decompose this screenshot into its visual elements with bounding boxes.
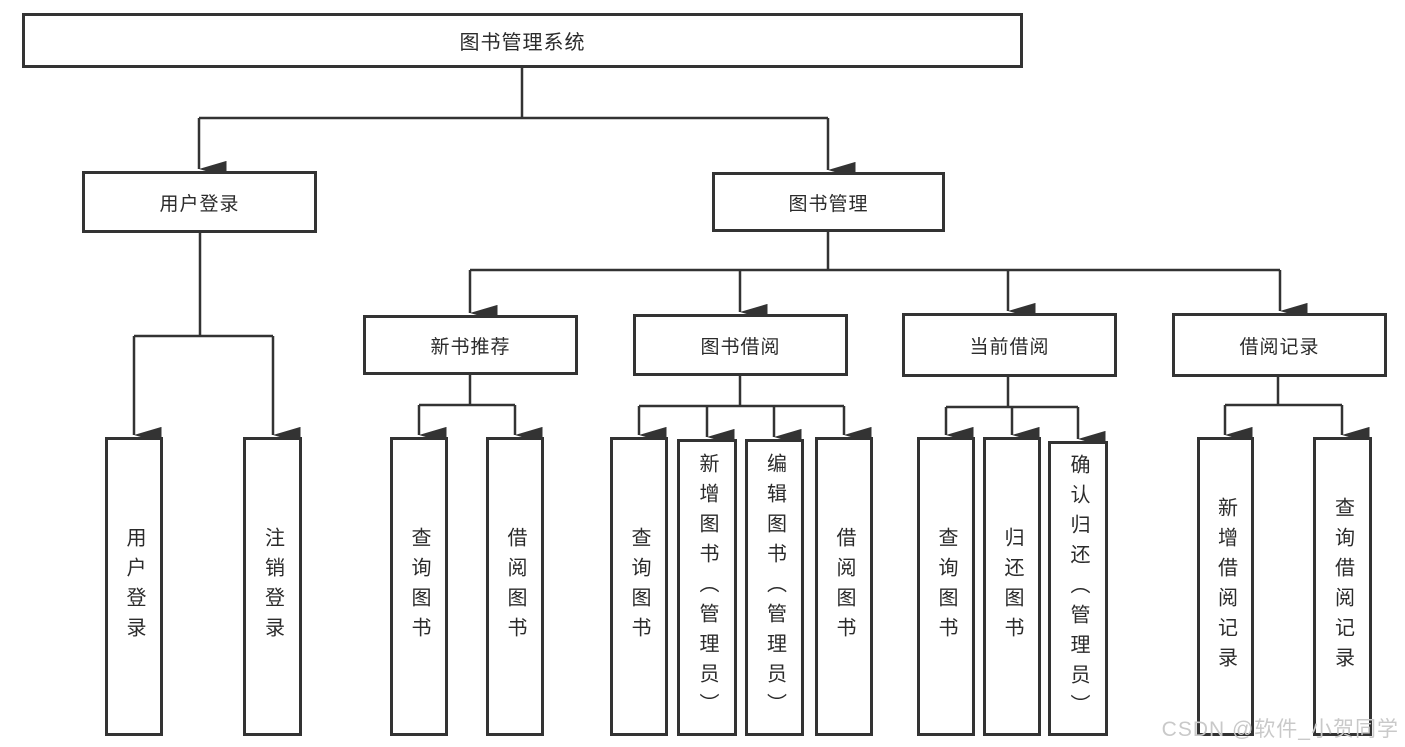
node-current-borrow: 当前借阅 [902, 313, 1117, 377]
leaf-borrow-books-recommend: 借阅图书 [486, 437, 544, 736]
leaf-query-books-recommend: 查询图书 [390, 437, 448, 736]
connector-borrow-record-branch [1223, 377, 1370, 444]
leaf-query-borrow-record: 查询借阅记录 [1313, 437, 1372, 736]
leaf-user-login: 用户登录 [105, 437, 163, 736]
connector-book-borrow-branch [637, 376, 872, 446]
leaf-query-borrow-record-label: 查询借阅记录 [1331, 496, 1354, 677]
leaf-add-borrow-record: 新增借阅记录 [1197, 437, 1254, 736]
leaf-query-books-borrow-label: 查询图书 [628, 526, 650, 647]
node-new-book-recommend: 新书推荐 [363, 315, 578, 375]
leaf-edit-books-admin-label: 编辑图书（管理员） [763, 452, 786, 723]
node-borrow-record-label: 借阅记录 [1239, 336, 1320, 358]
leaf-logout: 注销登录 [243, 437, 302, 736]
node-book-management: 图书管理 [712, 172, 945, 232]
node-root-label: 图书管理系统 [459, 32, 586, 54]
node-book-borrow-label: 图书借阅 [700, 336, 781, 358]
node-new-book-recommend-label: 新书推荐 [430, 336, 511, 358]
leaf-add-books-admin: 新增图书（管理员） [677, 439, 737, 736]
leaf-borrow-books-recommend-label: 借阅图书 [504, 526, 526, 647]
node-book-management-label: 图书管理 [788, 193, 869, 215]
node-current-borrow-label: 当前借阅 [969, 336, 1050, 358]
leaf-confirm-return-admin-label: 确认归还（管理员） [1067, 453, 1089, 724]
leaf-borrow-books-2: 借阅图书 [815, 437, 873, 736]
leaf-logout-label: 注销登录 [261, 526, 284, 647]
connector-current-borrow-branch [944, 377, 1106, 448]
leaf-query-books-recommend-label: 查询图书 [408, 526, 430, 647]
connector-user-login-branch [132, 233, 301, 444]
connector-new-book-branch [417, 375, 543, 444]
leaf-user-login-label: 用户登录 [123, 526, 145, 647]
node-user-login-label: 用户登录 [159, 193, 240, 215]
connector-book-management-to-level2 [468, 232, 1308, 322]
leaf-query-books-current: 查询图书 [917, 437, 975, 736]
node-borrow-record: 借阅记录 [1172, 313, 1387, 377]
leaf-borrow-books-2-label: 借阅图书 [833, 526, 855, 647]
leaf-return-books-label: 归还图书 [1001, 526, 1023, 647]
leaf-add-books-admin-label: 新增图书（管理员） [696, 452, 718, 723]
leaf-add-borrow-record-label: 新增借阅记录 [1214, 496, 1237, 677]
node-user-login: 用户登录 [82, 171, 317, 233]
leaf-confirm-return-admin: 确认归还（管理员） [1048, 441, 1108, 736]
node-book-borrow: 图书借阅 [633, 314, 848, 376]
node-root: 图书管理系统 [22, 13, 1023, 68]
leaf-query-books-current-label: 查询图书 [935, 526, 957, 647]
leaf-return-books: 归还图书 [983, 437, 1041, 736]
csdn-watermark: CSDN @软件_小贺同学 [1161, 718, 1399, 741]
leaf-edit-books-admin: 编辑图书（管理员） [745, 439, 804, 736]
leaf-query-books-borrow: 查询图书 [610, 437, 668, 736]
connector-root-to-level1 [197, 68, 856, 179]
